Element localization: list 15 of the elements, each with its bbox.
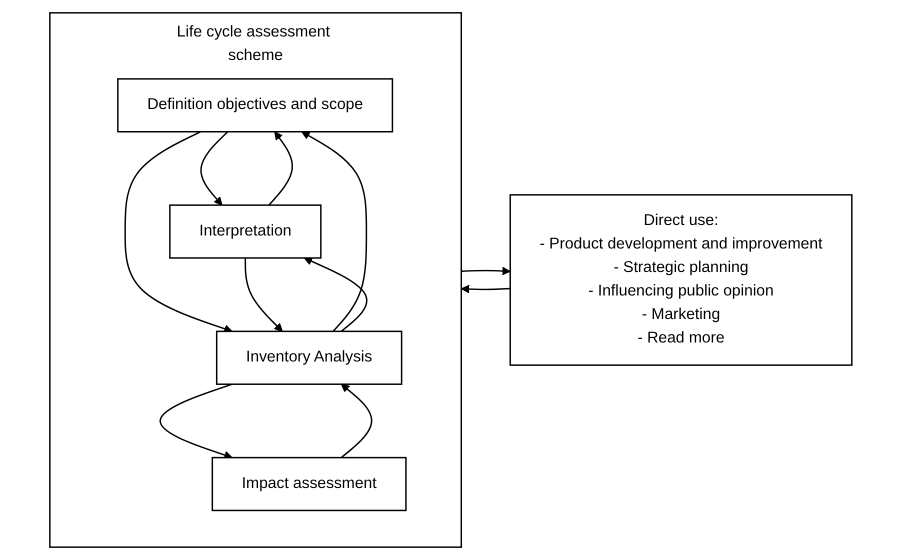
node-box: Impact assessment — [211, 456, 406, 511]
node-box: Direct use: - Product development and improvement - Strategic planning - Influencing public opinion - Marketing - Read more — [509, 194, 852, 366]
arrow — [200, 130, 228, 206]
node-box: Definition objectives and scope — [116, 78, 393, 132]
arrow — [301, 130, 367, 332]
arrow — [460, 284, 510, 293]
arrow — [340, 383, 372, 458]
arrow — [268, 130, 293, 206]
arrow — [159, 383, 232, 459]
arrow — [244, 257, 282, 332]
arrow — [304, 256, 368, 332]
arrow — [124, 130, 232, 332]
node-box: Inventory Analysis — [216, 330, 402, 384]
arrow — [460, 266, 510, 275]
node-box: Interpretation — [168, 204, 322, 258]
